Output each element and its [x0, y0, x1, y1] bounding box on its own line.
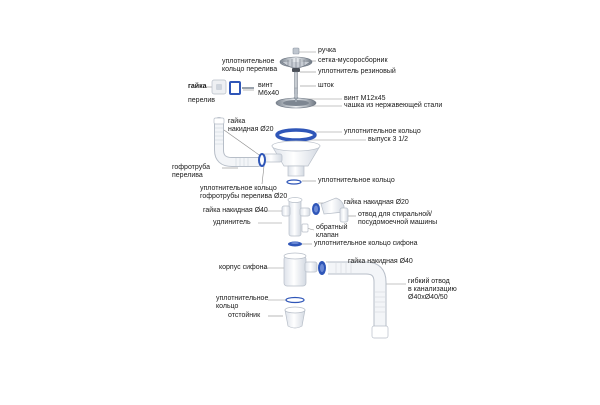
union-nut-d20-left	[258, 153, 266, 167]
label-union-nut-d20-left: гайка накидная Ø20	[228, 118, 274, 133]
label-steel-cup: чашка из нержавеющей стали	[344, 102, 443, 109]
label-bottom-seal: уплотнительное кольцо	[216, 295, 269, 310]
small-seal-ring	[286, 179, 302, 185]
extension-tee	[281, 197, 311, 237]
strainer-basket	[279, 56, 313, 69]
label-screw-m6: винт M6x40	[258, 82, 280, 97]
siphon-seal-ring	[288, 241, 302, 247]
label-union-nut-d20-right: гайка накидная Ø20	[344, 199, 409, 206]
label-screw-m12: винт M12x45	[344, 95, 386, 102]
label-siphon-body: корпус сифона	[219, 264, 268, 271]
label-nut-top: гайка	[188, 83, 207, 90]
seal-ring-blue	[275, 128, 317, 142]
check-valve	[301, 223, 309, 233]
label-corrugated-pipe: гофротруба перелива	[172, 164, 211, 179]
settling-cup	[284, 306, 306, 329]
label-union-nut-d40-upper: гайка накидная Ø40	[203, 207, 268, 214]
label-washing-branch: отвод для стиральной/ посудомоечной маши…	[358, 211, 438, 226]
label-outlet: выпуск 3 1/2	[368, 136, 409, 143]
screw-m12	[294, 87, 298, 99]
label-strainer: сетка-мусоросборник	[318, 57, 388, 64]
label-rubber-gasket: уплотнитель резиновый	[318, 68, 396, 75]
overflow-seal-ring	[229, 81, 241, 95]
label-flexible-outlet: гибкий отвод в канализацию Ø40xØ40/50	[408, 278, 457, 301]
flexible-outlet-pipe	[328, 261, 389, 339]
label-settling-cup: отстойник	[228, 312, 261, 319]
label-union-nut-d40-lower: гайка накидная Ø40	[348, 258, 413, 265]
union-nut-d40-upper	[312, 203, 320, 215]
siphon-body	[283, 252, 318, 287]
label-overflow: перелив	[188, 97, 215, 104]
label-seal-ring-blue: уплотнительное кольцо	[344, 128, 421, 135]
label-small-seal: уплотнительное кольцо	[318, 177, 395, 184]
screw-m6	[242, 87, 254, 89]
label-overflow-seal: уплотнительное кольцо перелива	[222, 58, 278, 73]
washing-machine-branch	[320, 197, 349, 223]
overflow-nut	[211, 79, 227, 95]
corrugated-overflow-pipe	[213, 117, 263, 167]
outlet-body	[261, 140, 321, 177]
label-stem: шток	[318, 82, 334, 89]
label-check-valve: обратный клапан	[316, 224, 348, 239]
rubber-gasket	[292, 68, 300, 72]
label-corrugated-seal: уплотнительное кольцо гофротрубы перелив…	[200, 185, 288, 200]
label-siphon-seal: уплотнительное кольцо сифона	[314, 240, 418, 247]
label-extension: удлинитель	[213, 219, 251, 226]
bottom-seal-ring	[285, 296, 305, 304]
handle	[292, 47, 300, 55]
label-handle: ручка	[318, 47, 337, 54]
union-nut-d40-lower	[318, 261, 326, 275]
